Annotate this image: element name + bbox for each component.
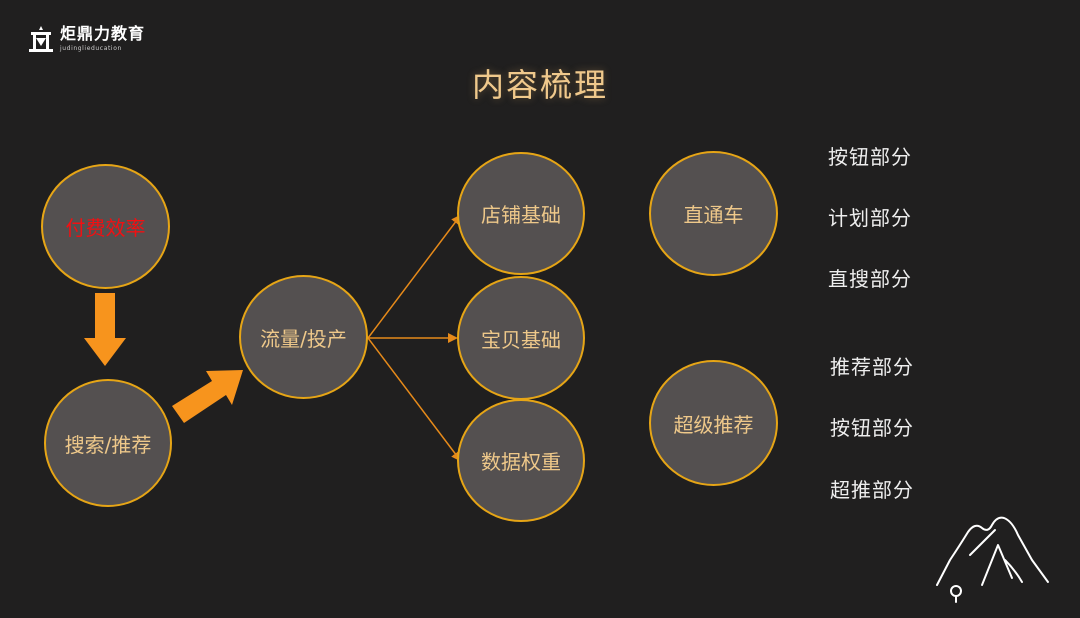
through-train-item: 按钮部分 [828, 145, 912, 169]
brand-logo: 炬鼎力教育 judinglieducation [28, 24, 145, 56]
super-recommend-item: 推荐部分 [830, 355, 914, 379]
through-train-item: 计划部分 [828, 206, 912, 230]
mountain-decoration-icon [936, 516, 1049, 603]
node-search-recommend: 搜索/推荐 [44, 379, 172, 507]
node-traffic-input: 流量/投产 [239, 275, 368, 399]
diagonal-arrow-icon [172, 370, 243, 423]
node-data-weight: 数据权重 [457, 399, 585, 522]
logo-mark-icon [29, 26, 53, 52]
super-recommend-item: 按钮部分 [830, 416, 914, 440]
logo-subtitle: judinglieducation [60, 45, 122, 52]
node-through-train: 直通车 [649, 151, 778, 276]
logo-name: 炬鼎力教育 [60, 24, 146, 43]
node-pay-efficiency: 付费效率 [41, 164, 170, 289]
connector-to-store-basics [367, 214, 462, 339]
page-title: 内容梳理 [471, 66, 608, 104]
down-arrow-icon [84, 293, 126, 366]
super-recommend-item: 超推部分 [830, 478, 914, 502]
through-train-item: 直搜部分 [828, 267, 912, 291]
connector-to-data-weight [367, 337, 462, 462]
node-super-recommend: 超级推荐 [649, 360, 778, 486]
node-store-basics: 店铺基础 [457, 152, 585, 275]
node-item-basics: 宝贝基础 [457, 276, 585, 400]
